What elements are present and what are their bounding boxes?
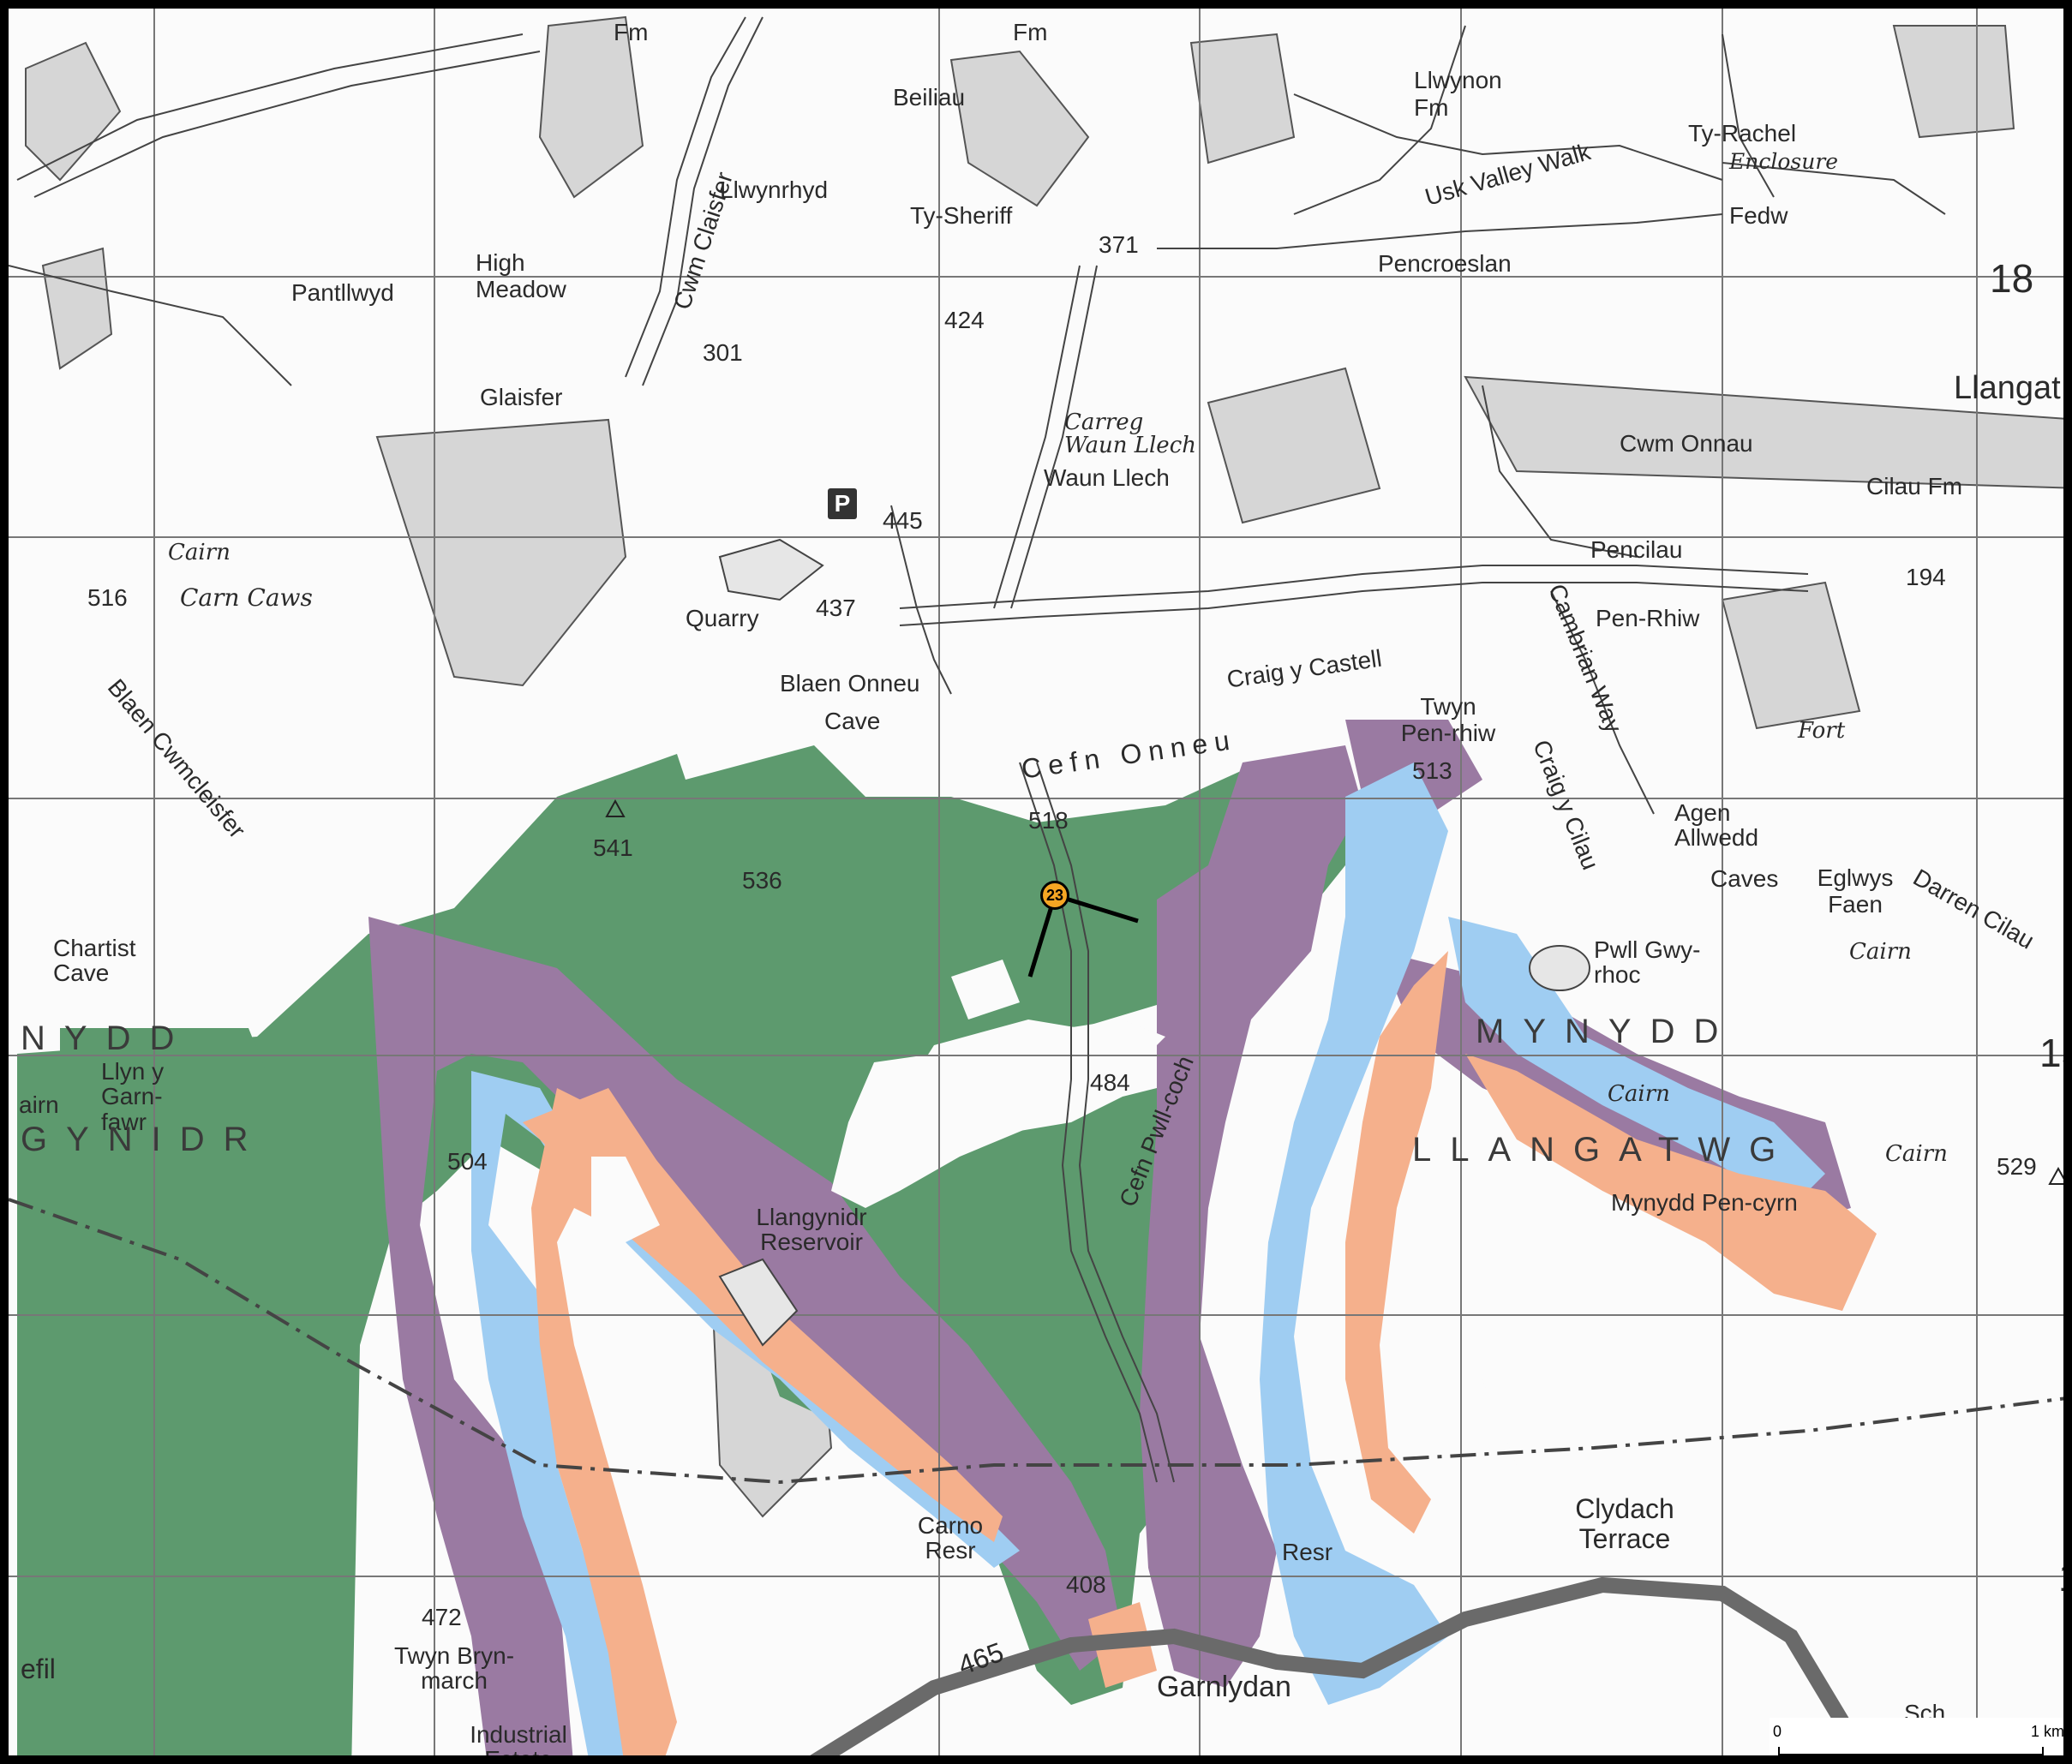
label-472: 472 bbox=[422, 1604, 462, 1630]
label-513: 513 bbox=[1412, 757, 1452, 784]
peach-coverage bbox=[523, 951, 1877, 1755]
label-llwynon-fm: Fm bbox=[1414, 94, 1449, 121]
label-cwm-onnau: Cwm Onnau bbox=[1620, 430, 1753, 457]
label-529: 529 bbox=[1997, 1153, 2037, 1180]
label-garnlydan: Garnlydan bbox=[1157, 1671, 1291, 1703]
label-cairn: Cairn bbox=[1849, 939, 1912, 965]
label-llyn-y-garn-fawr: Llyn y Garn-fawr bbox=[101, 1058, 165, 1135]
label-industrial-estate: Industrial Estate bbox=[470, 1721, 567, 1764]
label-cairn: Cairn bbox=[168, 540, 231, 565]
trig-points bbox=[605, 798, 2063, 1185]
label-cairn: Cairn bbox=[1885, 1141, 1948, 1167]
label-waun-llech: Waun Llech bbox=[1044, 464, 1170, 491]
label-cave: Cave bbox=[824, 708, 881, 734]
label-mynydd-west: NYDD bbox=[21, 1020, 194, 1057]
label-high-meadow: High Meadow bbox=[476, 249, 566, 302]
label-194: 194 bbox=[1906, 564, 1946, 590]
boundary-line bbox=[9, 1198, 2063, 1485]
label-cilau-fm: Cilau Fm bbox=[1866, 473, 1963, 499]
water-bodies bbox=[718, 538, 1590, 1347]
scale-end-label: 1 km bbox=[2031, 1723, 2065, 1740]
label-484: 484 bbox=[1090, 1069, 1130, 1096]
label-516: 516 bbox=[87, 584, 128, 611]
map-canvas[interactable] bbox=[9, 9, 2072, 1764]
parking-icon[interactable]: P bbox=[828, 488, 857, 519]
label-llangynidr-reservoir: Llangynidr Reservoir bbox=[756, 1204, 867, 1256]
label-pantllwyd: Pantllwyd bbox=[291, 279, 394, 306]
label-mynydd-pen-cyrn: Mynydd Pen-cyrn bbox=[1611, 1189, 1798, 1216]
label-quarry: Quarry bbox=[686, 605, 759, 631]
label-carreg-waun-llech: Carreg Waun Llech bbox=[1064, 410, 1196, 459]
label-carn-caws: Carn Caws bbox=[180, 583, 313, 612]
label-glaisfer: Glaisfer bbox=[480, 384, 563, 410]
label-twyn-pen-rhiw: Twyn Pen-rhiw bbox=[1400, 693, 1496, 746]
label-cairn: Cairn bbox=[1608, 1081, 1670, 1107]
label-536: 536 bbox=[742, 867, 782, 894]
label-371: 371 bbox=[1099, 231, 1139, 258]
label-chartist-cave: Chartist Cave bbox=[53, 935, 136, 987]
label-1: 1 bbox=[2058, 1558, 2063, 1597]
label-fm: Fm bbox=[1013, 19, 1048, 45]
label-pwll-gwy-rhoc: Pwll Gwy-rhoc bbox=[1594, 936, 1701, 989]
label-resr: Resr bbox=[1282, 1539, 1333, 1565]
label-mynydd-east: MYNYDD bbox=[1476, 1013, 1738, 1050]
label-pen-rhiw: Pen-Rhiw bbox=[1596, 605, 1700, 631]
label-llwynon: Llwynon bbox=[1414, 67, 1502, 93]
label-pencroeslan: Pencroeslan bbox=[1378, 250, 1512, 277]
label-efil: efil bbox=[21, 1653, 56, 1684]
scale-start-label: 0 bbox=[1773, 1723, 1782, 1740]
label-437: 437 bbox=[816, 595, 856, 621]
label-enclosure: Enclosure bbox=[1729, 149, 1839, 174]
label-clydach-terrace: Clydach Terrace bbox=[1575, 1493, 1674, 1555]
location-marker[interactable]: 23 bbox=[1040, 881, 1069, 910]
label-beiliau: Beiliau bbox=[893, 84, 966, 111]
scale-bar-line bbox=[1778, 1747, 2044, 1755]
label-424: 424 bbox=[944, 307, 985, 333]
label-504: 504 bbox=[447, 1148, 488, 1175]
label-445: 445 bbox=[883, 507, 923, 534]
label-llangat: Llangat bbox=[1954, 370, 2061, 406]
label-ty-sheriff: Ty-Sheriff bbox=[910, 202, 1013, 229]
label-agen-allwedd: Agen Allwedd bbox=[1674, 799, 1759, 852]
label-541: 541 bbox=[593, 834, 633, 861]
label-llwynrhyd: Llwynrhyd bbox=[720, 176, 829, 203]
label-gynidr: GYNIDR bbox=[21, 1121, 267, 1158]
label-fm: Fm bbox=[614, 19, 649, 45]
label-twyn-bryn-march: Twyn Bryn-march bbox=[393, 1642, 515, 1695]
label-llangatwg: LLANGATWG bbox=[1412, 1131, 1795, 1169]
blue-coverage bbox=[471, 762, 1825, 1755]
label-fort: Fort bbox=[1798, 718, 1846, 744]
map-grid bbox=[9, 9, 2063, 1755]
a465-road bbox=[810, 1576, 1862, 1755]
label-15: 15 bbox=[2039, 1031, 2063, 1075]
coverage-gaps bbox=[386, 960, 2063, 1653]
label-caves: Caves bbox=[1710, 865, 1779, 892]
label-18: 18 bbox=[1990, 256, 2034, 301]
map-roads bbox=[9, 16, 1946, 1483]
label-blaen-onneu: Blaen Onneu bbox=[780, 670, 920, 697]
label-pencilau: Pencilau bbox=[1590, 536, 1683, 563]
label-eglwys-faen: Eglwys Faen bbox=[1817, 864, 1894, 918]
label-301: 301 bbox=[703, 339, 743, 366]
label-518: 518 bbox=[1028, 807, 1069, 834]
label-fedw: Fedw bbox=[1729, 202, 1788, 229]
label-408: 408 bbox=[1066, 1571, 1106, 1598]
label-ty-rachel: Ty-Rachel bbox=[1688, 120, 1797, 147]
label-carno-resr: Carno Resr bbox=[917, 1512, 984, 1564]
scale-bar: 0 1 km bbox=[1770, 1718, 2065, 1755]
label-cairn-sw: airn bbox=[19, 1091, 59, 1118]
